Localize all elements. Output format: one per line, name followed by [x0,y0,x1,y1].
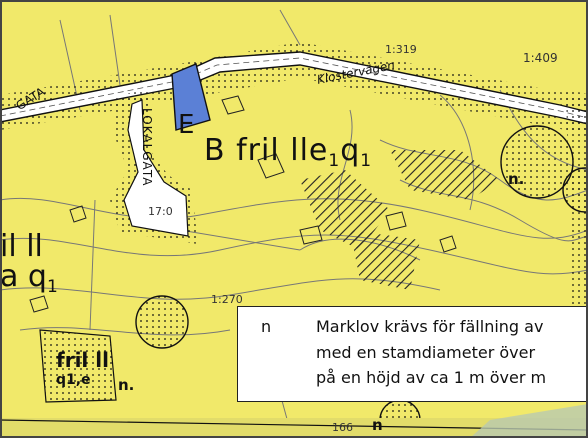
dotted-right-edge [566,90,588,330]
parcel-number: 1:409 [523,51,558,65]
bottom-right-shade [470,404,588,438]
height-number: 166 [332,421,353,434]
tree-mark: n. [508,170,525,188]
hatch-area-3 [350,230,420,290]
hatch-area-1 [300,170,390,250]
zone-label-left-line2: a q1 [0,259,58,297]
parcel-number: 1:319 [385,43,417,56]
tree-mark: n. [118,376,135,394]
zone-label-e: E [178,110,195,140]
legend-text-line: med en stamdiameter över [316,343,536,362]
road-center-line [0,57,588,119]
zone-label-main: B fril lle1q1 [204,133,373,171]
zone-label-small-line1: fril ll [56,348,109,372]
height-number: 17:0 [148,205,173,218]
street-label-lokalgata: LOKALGATA [140,108,154,187]
zone-label-left-line1: il ll [0,229,43,264]
legend-text-line: på en höjd av ca 1 m över m [316,368,547,387]
zone-label-small-line2: q1,e [56,372,91,388]
blue-zone-e [171,63,211,131]
road-lokalgata [123,99,189,237]
dotted-zone-bottom-left [39,329,117,403]
height-number: 1:270 [211,293,243,306]
building-symbols [29,95,457,313]
hatch-area-2 [390,150,500,200]
tree-mark: n [372,416,383,434]
legend-symbol: n [261,317,272,336]
legend-box: n Marklov krävs för fällning av med en s… [237,306,588,402]
legend-text-line: Marklov krävs för fällning av [316,317,544,336]
